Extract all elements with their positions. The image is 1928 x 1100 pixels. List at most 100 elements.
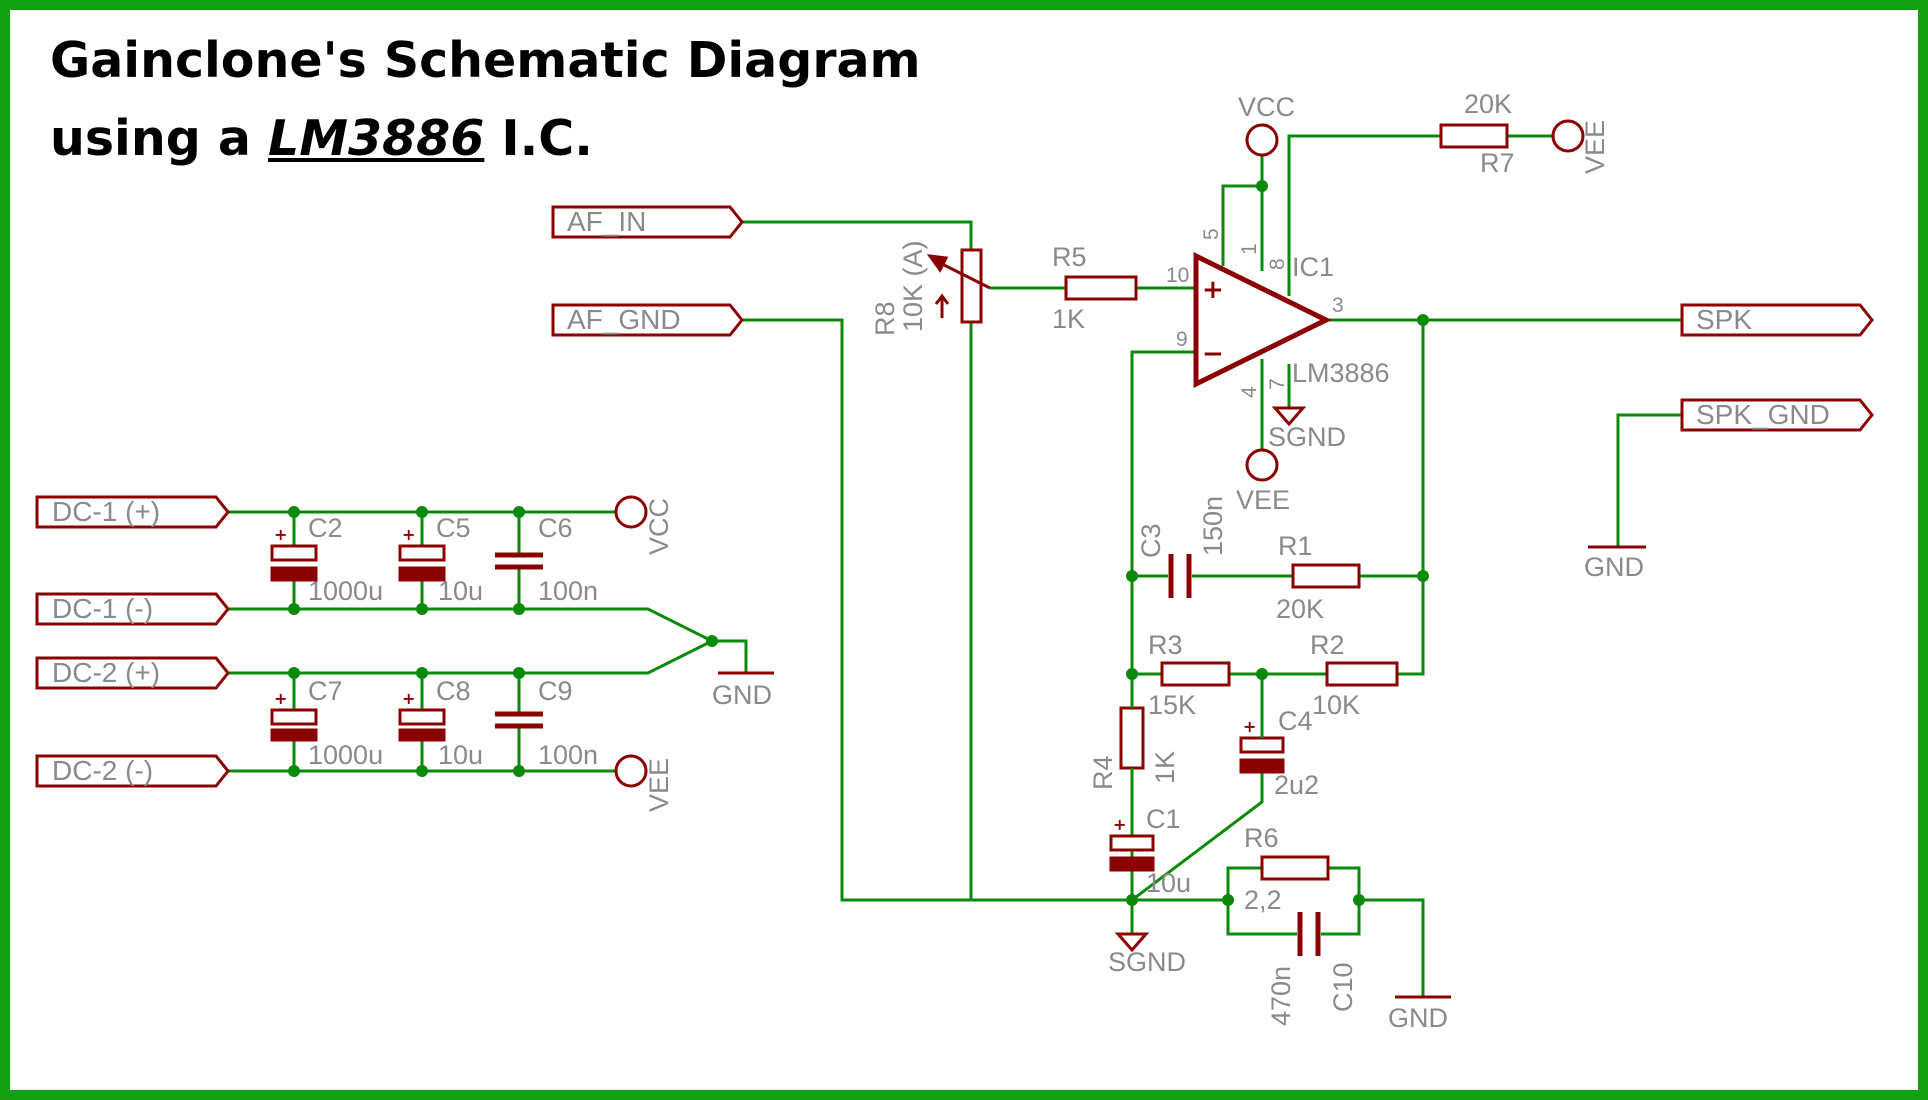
r8-name: R8 [870, 301, 900, 336]
junction-dot [416, 765, 428, 777]
junction-dot [1353, 894, 1365, 906]
ic1-pin-5: 5 [1200, 228, 1223, 240]
resistor-r7 [1439, 123, 1509, 149]
ic1-plus-sign: + [1202, 275, 1224, 305]
pot-r8-wiper-arrow [937, 260, 991, 290]
vee-label-psu: VEE [644, 758, 674, 812]
c2-body [270, 544, 318, 562]
c5-plate [398, 566, 446, 582]
r4-name: R4 [1088, 755, 1118, 790]
junctions [288, 180, 1429, 906]
gnd-label-zobel: GND [1388, 1003, 1448, 1033]
vcc-label-psu: VCC [644, 498, 674, 555]
c8-plate [398, 728, 446, 742]
r4-value: 1K [1150, 751, 1180, 784]
sgnd-symbol-main [1114, 932, 1150, 953]
junction-dot [288, 667, 300, 679]
junction-dot [513, 603, 525, 615]
c1-value: 10u [1146, 868, 1191, 898]
c9-value: 100n [538, 740, 598, 770]
c2-polarity: + [274, 525, 287, 544]
port-dc2-pos-label: DC-2 (+) [52, 657, 160, 688]
r5-value: 1K [1052, 304, 1085, 334]
resistor-r2 [1325, 661, 1399, 687]
r1-value: 20K [1276, 594, 1324, 624]
junction-dot [513, 667, 525, 679]
vee-terminal-r7 [1551, 119, 1585, 153]
ic1-pin-8: 8 [1266, 258, 1289, 270]
wire-spk-gnd [1616, 413, 1682, 546]
gnd-label-spk: GND [1584, 552, 1644, 582]
wire-vcc [1221, 156, 1264, 266]
c7-name: C7 [308, 676, 343, 706]
c8-name: C8 [436, 676, 471, 706]
title-line-2-suffix: I.C. [484, 110, 593, 167]
vcc-terminal-psu [614, 495, 648, 529]
junction-dot [416, 667, 428, 679]
ic1-pin-3: 3 [1332, 294, 1344, 317]
c2-value: 1000u [308, 576, 383, 606]
r8-value: 10K (A) [898, 240, 928, 332]
wire-gnd-star [712, 639, 748, 672]
c1-polarity: + [1113, 815, 1126, 834]
c7-polarity: + [274, 689, 287, 708]
r1-name: R1 [1278, 531, 1313, 561]
title-line-2: using a LM3886 I.C. [50, 100, 921, 178]
vee-label-r7: VEE [1580, 120, 1610, 174]
wire-c4-bottom [1131, 772, 1264, 902]
c4-body [1239, 736, 1285, 754]
wire-af-gnd [742, 318, 1132, 902]
port-spk-gnd [1680, 398, 1874, 432]
port-dc2-pos [35, 656, 230, 690]
wire-c10-right [1321, 900, 1361, 936]
title-line-2-prefix: using a [50, 110, 268, 167]
junction-dot [288, 765, 300, 777]
c5-value: 10u [438, 576, 483, 606]
ic1-part: LM3886 [1292, 358, 1390, 388]
port-dc1-pos-label: DC-1 (+) [52, 496, 160, 527]
c2-plate [270, 566, 318, 582]
ic1-pin-1: 1 [1238, 243, 1261, 255]
c10-name: C10 [1328, 962, 1358, 1012]
c8-value: 10u [438, 740, 483, 770]
resistor-r1 [1291, 563, 1361, 589]
sgnd-symbol-ic [1271, 406, 1307, 427]
port-dc1-pos [35, 495, 230, 529]
port-spk [1680, 303, 1874, 337]
resistor-r3 [1160, 661, 1231, 687]
c1-name: C1 [1146, 804, 1181, 834]
junction-dot [1417, 570, 1429, 582]
c7-body [270, 708, 318, 726]
junction-dot [1222, 894, 1234, 906]
c3-value: 150n [1198, 496, 1228, 556]
sgnd-label-ic: SGND [1268, 422, 1346, 452]
junction-dot [513, 506, 525, 518]
vee-terminal-ic [1245, 448, 1279, 482]
wire-pin8-r7 [1287, 134, 1441, 296]
c6-value: 100n [538, 576, 598, 606]
c7-value: 1000u [308, 740, 383, 770]
ic1-opamp-triangle [1193, 251, 1332, 389]
port-spk-gnd-label: SPK_GND [1696, 399, 1830, 430]
r6-name: R6 [1244, 823, 1279, 853]
c5-polarity: + [402, 525, 415, 544]
c7-plate [270, 728, 318, 742]
c4-polarity: + [1243, 717, 1256, 736]
port-af-in [551, 205, 744, 239]
ic1-pin-9: 9 [1176, 328, 1188, 351]
c4-value: 2u2 [1274, 770, 1319, 800]
port-spk-label: SPK [1696, 304, 1752, 335]
junction-dot [1126, 570, 1138, 582]
resistor-r5 [1064, 275, 1138, 301]
junction-dot [706, 635, 718, 647]
junction-dot [416, 603, 428, 615]
sgnd-label-main: SGND [1108, 947, 1186, 977]
r6-value: 2,2 [1244, 885, 1282, 915]
junction-dot [416, 506, 428, 518]
resistor-r6 [1260, 855, 1330, 881]
junction-dot [288, 506, 300, 518]
ic1-pin-10: 10 [1166, 264, 1189, 287]
junction-dot [513, 765, 525, 777]
port-af-gnd-label: AF_GND [567, 304, 681, 335]
